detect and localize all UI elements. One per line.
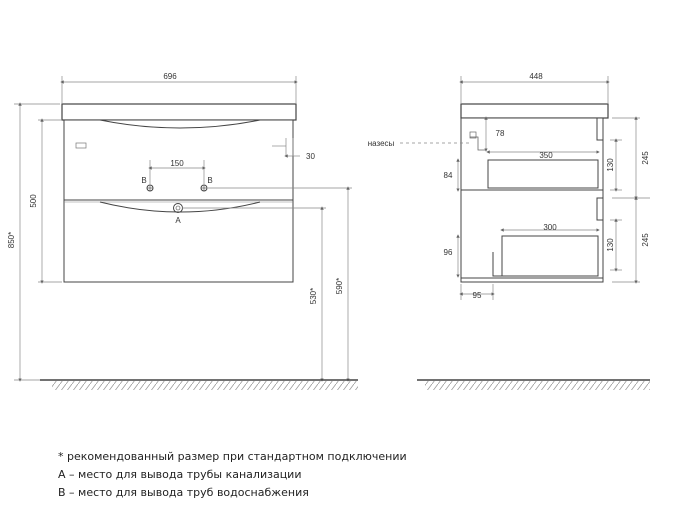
label-tap-left: B	[141, 176, 146, 185]
dim-drain-height: 530*	[309, 288, 318, 304]
note-supply: В – место для вывода труб водоснабжения	[58, 486, 309, 499]
front-view	[14, 76, 358, 390]
dim-drawer2-height: 130	[606, 238, 615, 252]
side-cabinet-body	[460, 117, 604, 283]
dim-width-total: 696	[163, 72, 177, 81]
dim-tap-offset: 30	[306, 152, 315, 161]
dim-toe-depth: 95	[473, 291, 482, 300]
notes-block: * рекомендованный размер при стандартном…	[58, 448, 658, 502]
side-drawer-upper	[487, 159, 599, 189]
dim-height-body: 500	[29, 194, 38, 208]
front-countertop	[61, 103, 297, 121]
dim-upper-section: 245	[641, 151, 650, 165]
front-cabinet-body	[63, 119, 294, 283]
label-sinks: назесы	[368, 139, 395, 148]
dim-depth-total: 448	[529, 72, 543, 81]
dim-tap-spacing: 150	[170, 159, 184, 168]
basin-curve-top	[99, 119, 261, 129]
note-drain: А – место для вывода трубы канализации	[58, 468, 302, 481]
dim-drawer1-depth: 350	[539, 151, 553, 160]
side-countertop	[460, 103, 609, 119]
dim-drawer1-front: 84	[444, 171, 453, 180]
dim-lower-section: 245	[641, 233, 650, 247]
note-recommended: * рекомендованный размер при стандартном…	[58, 450, 407, 463]
dim-supply-height: 590*	[335, 278, 344, 294]
label-drain: A	[175, 216, 181, 225]
side-view	[400, 76, 650, 390]
label-tap-right: B	[207, 176, 212, 185]
dim-top-offset: 78	[496, 129, 505, 138]
dim-drawer2-front: 96	[444, 248, 453, 257]
dim-height-total: 850*	[7, 232, 16, 248]
dim-drawer1-height: 130	[606, 158, 615, 172]
dim-drawer2-depth: 300	[543, 223, 557, 232]
